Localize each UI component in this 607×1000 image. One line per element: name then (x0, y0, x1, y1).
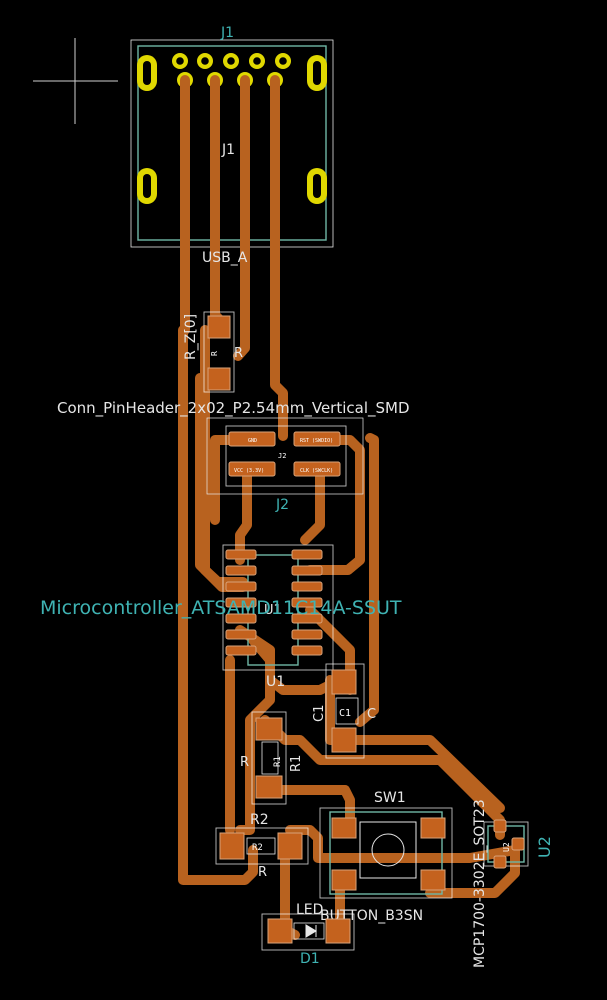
resistor-r2-footprint[interactable]: R2 R2 R (215, 812, 309, 880)
resistor-r2-inner-ref: R2 (252, 843, 263, 853)
led-footprint[interactable]: LED D1 (261, 902, 355, 967)
pin-label-rst: RST (SWDIO) (300, 438, 333, 444)
pin-header-mid-ref: J2 (278, 452, 286, 460)
capacitor-inner-ref: C1 (339, 708, 351, 719)
resistor-r2-value: R (258, 865, 267, 880)
resistor-zero-value: R_Z[0] (183, 314, 199, 360)
mounting-slot (137, 55, 157, 91)
pin-label-clk: CLK (SWCLK) (300, 468, 333, 474)
capacitor-ref: C1 (312, 705, 327, 722)
usb-connector-value: USB_A (202, 250, 248, 266)
resistor-r1-footprint[interactable]: R1 R1 R (240, 711, 304, 805)
pin-header-value: Conn_PinHeader_2x02_P2.54mm_Vertical_SMD (57, 399, 410, 418)
led-ref: D1 (300, 951, 320, 967)
resistor-r1-inner-ref: R1 (273, 756, 283, 767)
pin-label-vcc: VCC (3.3V) (234, 468, 264, 474)
resistor-r1-value: R (240, 755, 249, 770)
footprint-labels: J1 J1 USB_A Conn_PinHeader_2x02_P2.54mm_… (40, 25, 410, 619)
regulator-inner-ref: U2 (502, 842, 511, 852)
regulator-footprint[interactable]: U2 U2 MCP1700-3302E_SOT23 (472, 799, 554, 968)
led-value: LED (296, 902, 323, 918)
resistor-zero-ref: R (234, 346, 243, 361)
resistor-r1-ref: R1 (289, 755, 304, 772)
mounting-slot (307, 168, 327, 204)
pin-label-gnd: GND (248, 438, 257, 444)
pin-header-footprint[interactable]: GND RST (SWDIO) VCC (3.3V) CLK (SWCLK) J… (206, 417, 364, 495)
resistor-zero-pad-label: R (210, 351, 219, 356)
u1-right-pads (291, 549, 323, 656)
capacitor-value: C (367, 707, 376, 722)
microcontroller-ref: U1 (266, 674, 285, 690)
u1-left-pads (225, 549, 257, 656)
regulator-ref: U2 (535, 836, 554, 858)
microcontroller-inner-ref: U1 (264, 603, 282, 618)
usb-connector-top-ref: J1 (220, 25, 234, 41)
microcontroller-footprint[interactable]: U1 U1 (222, 544, 334, 690)
regulator-value: MCP1700-3302E_SOT23 (472, 799, 488, 968)
pin-header-ref: J2 (275, 497, 289, 513)
mounting-slot (137, 168, 157, 204)
button-switch-ref: SW1 (374, 790, 406, 806)
microcontroller-value: Microcontroller_ATSAMD11C14A-SSUT (40, 597, 402, 619)
copper-tracks (178, 75, 520, 940)
capacitor-footprint[interactable]: C1 C1 C (312, 663, 376, 759)
usb-connector-ref: J1 (221, 142, 235, 158)
origin-crosshair (33, 38, 118, 124)
resistor-zero-footprint[interactable]: R R_Z[0] R (183, 311, 243, 393)
resistor-r2-ref: R2 (250, 812, 269, 828)
mounting-slot (307, 55, 327, 91)
